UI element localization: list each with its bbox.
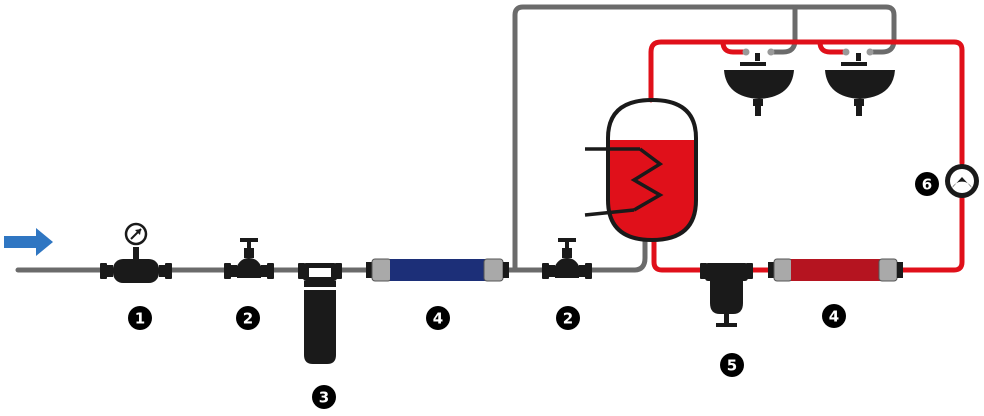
badge-label-insulation-hot: 4: [829, 308, 839, 326]
badge-meter: 1: [128, 306, 152, 330]
valve-icon: [224, 238, 274, 279]
sink-icon: [825, 48, 895, 116]
badge-label-filter: 3: [319, 389, 329, 407]
badge-filter: 3: [312, 385, 336, 409]
badge-label-meter: 1: [135, 310, 145, 328]
badge-insulation-cold: 4: [426, 306, 450, 330]
valve-icon: [542, 238, 592, 279]
pipe-insulation-icon: [768, 258, 903, 282]
sink-icon: [724, 48, 794, 116]
badge-label-pump: 6: [922, 176, 932, 194]
badge-label-insulation-cold: 4: [433, 310, 443, 328]
badge-hot-filter: 5: [720, 353, 744, 377]
water-meter-icon: [100, 247, 172, 283]
cold-pipe-to-boiler: [595, 235, 648, 273]
boiler-tank-icon: [584, 97, 698, 243]
pressure-gauge-icon: [124, 222, 148, 246]
filter-icon: [700, 263, 753, 327]
badge-label-valve-inlet: 2: [243, 310, 253, 328]
circulation-pump-icon: [945, 164, 979, 198]
cold-pipe-network: [15, 4, 897, 273]
inlet-arrow-icon: [4, 228, 53, 256]
pipe-insulation-icon: [366, 258, 509, 282]
cold-riser-pipe: [512, 4, 897, 273]
badge-pump: 6: [915, 172, 939, 196]
badge-insulation-hot: 4: [822, 304, 846, 328]
badge-label-valve-boiler: 2: [563, 310, 573, 328]
hot-tap-pipe-1: [720, 39, 748, 55]
badge-valve-inlet: 2: [236, 306, 260, 330]
filter-icon: [298, 263, 342, 364]
badge-valve-boiler: 2: [556, 306, 580, 330]
hot-tap-pipe-2: [817, 39, 848, 55]
hot-supply-pipe: [648, 39, 965, 166]
badge-label-hot-filter: 5: [727, 357, 737, 375]
